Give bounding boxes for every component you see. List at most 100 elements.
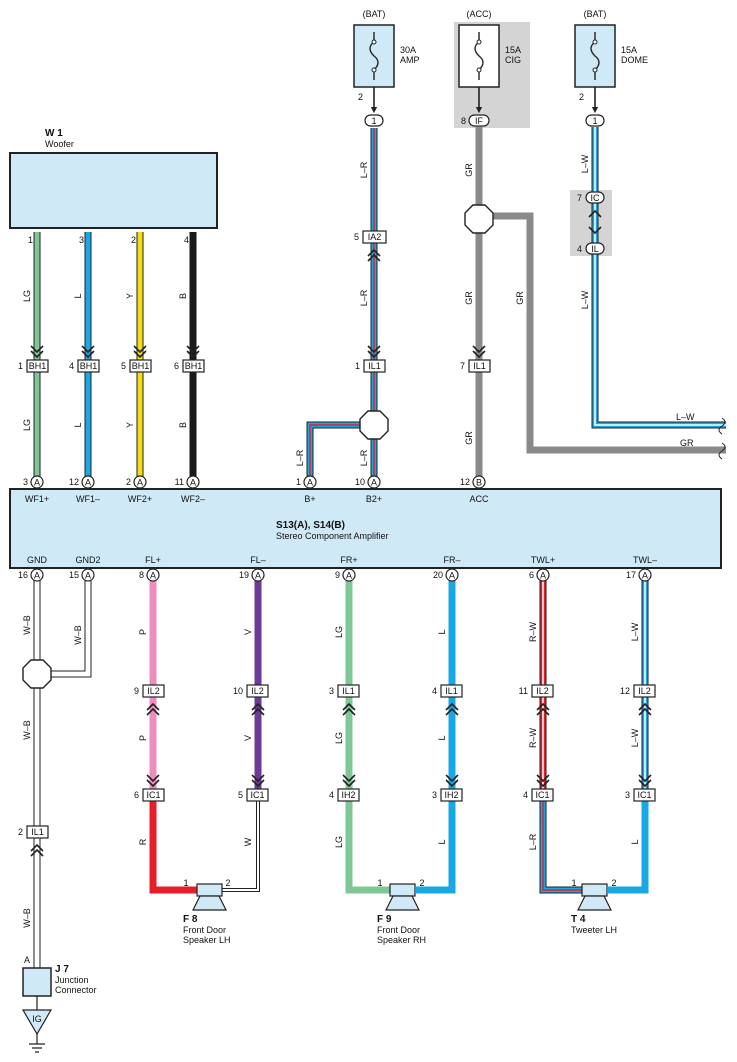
chevron-il1-gnd — [30, 843, 44, 857]
wl-lw-4: L–W — [630, 622, 640, 641]
wire-rw-tw — [539, 580, 582, 894]
wl-l-6: L — [630, 839, 640, 844]
fuse-amp — [353, 24, 395, 114]
speaker-t4 — [577, 883, 612, 911]
pin-dome-2: 2 — [579, 92, 584, 102]
top-pin-num-11: 11 — [175, 477, 184, 487]
conn-if-label: IF — [475, 116, 484, 126]
bot-pin-num-19: 19 — [239, 570, 249, 580]
f9-pin-2: 2 — [419, 878, 424, 888]
bh1-row — [26, 359, 205, 373]
f8-pin-2: 2 — [225, 878, 230, 888]
ih2-label-1: IH2 — [341, 790, 355, 800]
il1-label-fr1: IL1 — [342, 686, 355, 696]
pin-ia2-5: 5 — [354, 232, 359, 242]
wl-rw-1: R–W — [528, 621, 538, 642]
wl-lg-1: LG — [22, 290, 32, 302]
il2-pin-10: 10 — [233, 686, 243, 696]
pin-ic-7: 7 — [577, 193, 582, 203]
junction-line1: Junction — [55, 975, 89, 985]
wl-wb-2: W–B — [73, 625, 83, 645]
pin-name-wf1m: WF1– — [76, 494, 100, 504]
conn-ic — [585, 191, 605, 204]
bat-amp-label: (BAT) — [363, 9, 386, 19]
bot-pin-num-17: 17 — [626, 570, 636, 580]
il1-pin-3: 3 — [329, 686, 334, 696]
pin-name-acc: ACC — [469, 494, 489, 504]
pin-name-frp: FR+ — [340, 555, 357, 565]
conn-ia2 — [362, 230, 387, 244]
f8-line2: Speaker LH — [183, 935, 231, 945]
conn-il1-gnd — [26, 825, 49, 839]
ic1-pin-4: 4 — [523, 790, 528, 800]
ic1-label-3: IC1 — [535, 790, 549, 800]
junction-pin-a: A — [24, 955, 30, 965]
cig-name: CIG — [505, 55, 521, 65]
il2-label-3: IL2 — [536, 686, 549, 696]
il2-pin-9: 9 — [134, 686, 139, 696]
acc-label: (ACC) — [467, 9, 492, 19]
chevrons-il2 — [146, 702, 652, 716]
chevron-il1-gr — [472, 345, 486, 359]
wl-w-1: W — [243, 837, 253, 846]
wl-lg-4: LG — [334, 732, 344, 744]
pin-name-bp: B+ — [304, 494, 315, 504]
pin-name-wf2p: WF2+ — [128, 494, 152, 504]
break-mark — [718, 417, 726, 460]
wl-rw-2: R–W — [528, 727, 538, 748]
pin-name-b2p: B2+ — [366, 494, 382, 504]
pin-amp-2: 2 — [358, 92, 363, 102]
woofer-name: Woofer — [45, 139, 74, 149]
conn-il1-gr-label: IL1 — [473, 361, 486, 371]
bot-pin-num-8: 8 — [139, 570, 144, 580]
top-pin-num-10: 10 — [355, 477, 365, 487]
conn-il-label: IL — [591, 244, 599, 254]
wl-lr-4: L–R — [295, 449, 305, 466]
bh1-pin-6: 6 — [174, 361, 179, 371]
bh1-label-2: BH1 — [80, 361, 98, 371]
ih2-pin-4: 4 — [329, 790, 334, 800]
amplifier-code: S13(A), S14(B) — [276, 520, 345, 531]
conn-ic-label: IC — [591, 193, 601, 203]
top-pin-a-2: A — [85, 478, 91, 488]
wl-l-3: L — [437, 629, 447, 634]
amplifier-name: Stereo Component Amplifier — [276, 531, 389, 541]
woofer-pin-3: 3 — [79, 235, 84, 245]
chevrons-ic1 — [146, 774, 652, 788]
ic1-row — [142, 788, 656, 802]
bot-pin-a-1: A — [34, 571, 40, 581]
bot-pin-num-15: 15 — [69, 570, 79, 580]
bot-pin-num-20: 20 — [433, 570, 443, 580]
dome-rating: 15A — [621, 45, 637, 55]
pin-name-frm: FR– — [443, 555, 460, 565]
bot-pin-a-3: A — [150, 571, 156, 581]
top-pin-num-2: 2 — [126, 477, 131, 487]
conn-dome-1-label: 1 — [592, 116, 597, 126]
wl-lw-3: L–W — [676, 412, 695, 422]
wire-lw-dome — [591, 127, 726, 429]
top-pin-a-6: A — [371, 478, 377, 488]
wl-lw-1: L–W — [580, 154, 590, 173]
conn-if — [468, 114, 490, 127]
bat-dome-label: (BAT) — [584, 9, 607, 19]
wl-lg-3: LG — [334, 626, 344, 638]
pin-name-twlm: TWL– — [633, 555, 657, 565]
wl-lg-5: LG — [334, 836, 344, 848]
chevron-ic-il — [588, 209, 602, 235]
ground-symbol — [29, 1034, 45, 1053]
conn-il1-gr — [468, 359, 491, 373]
wl-b-1: B — [178, 293, 188, 299]
conn-il1-lr — [363, 359, 386, 373]
dome-name: DOME — [621, 55, 648, 65]
il1-label-fr2: IL1 — [445, 686, 458, 696]
wl-lr-1: L–R — [359, 161, 369, 178]
il2-label-1: IL2 — [147, 686, 160, 696]
conn-amp-1-label: 1 — [371, 116, 376, 126]
pin-name-flp: FL+ — [145, 555, 161, 565]
fuse-dome — [574, 24, 616, 114]
wl-b-2: B — [178, 422, 188, 428]
ground-ig-label: IG — [32, 1014, 42, 1024]
wl-l-5: L — [437, 839, 447, 844]
wl-r-1: R — [138, 838, 148, 845]
junction-line2: Connector — [55, 985, 97, 995]
